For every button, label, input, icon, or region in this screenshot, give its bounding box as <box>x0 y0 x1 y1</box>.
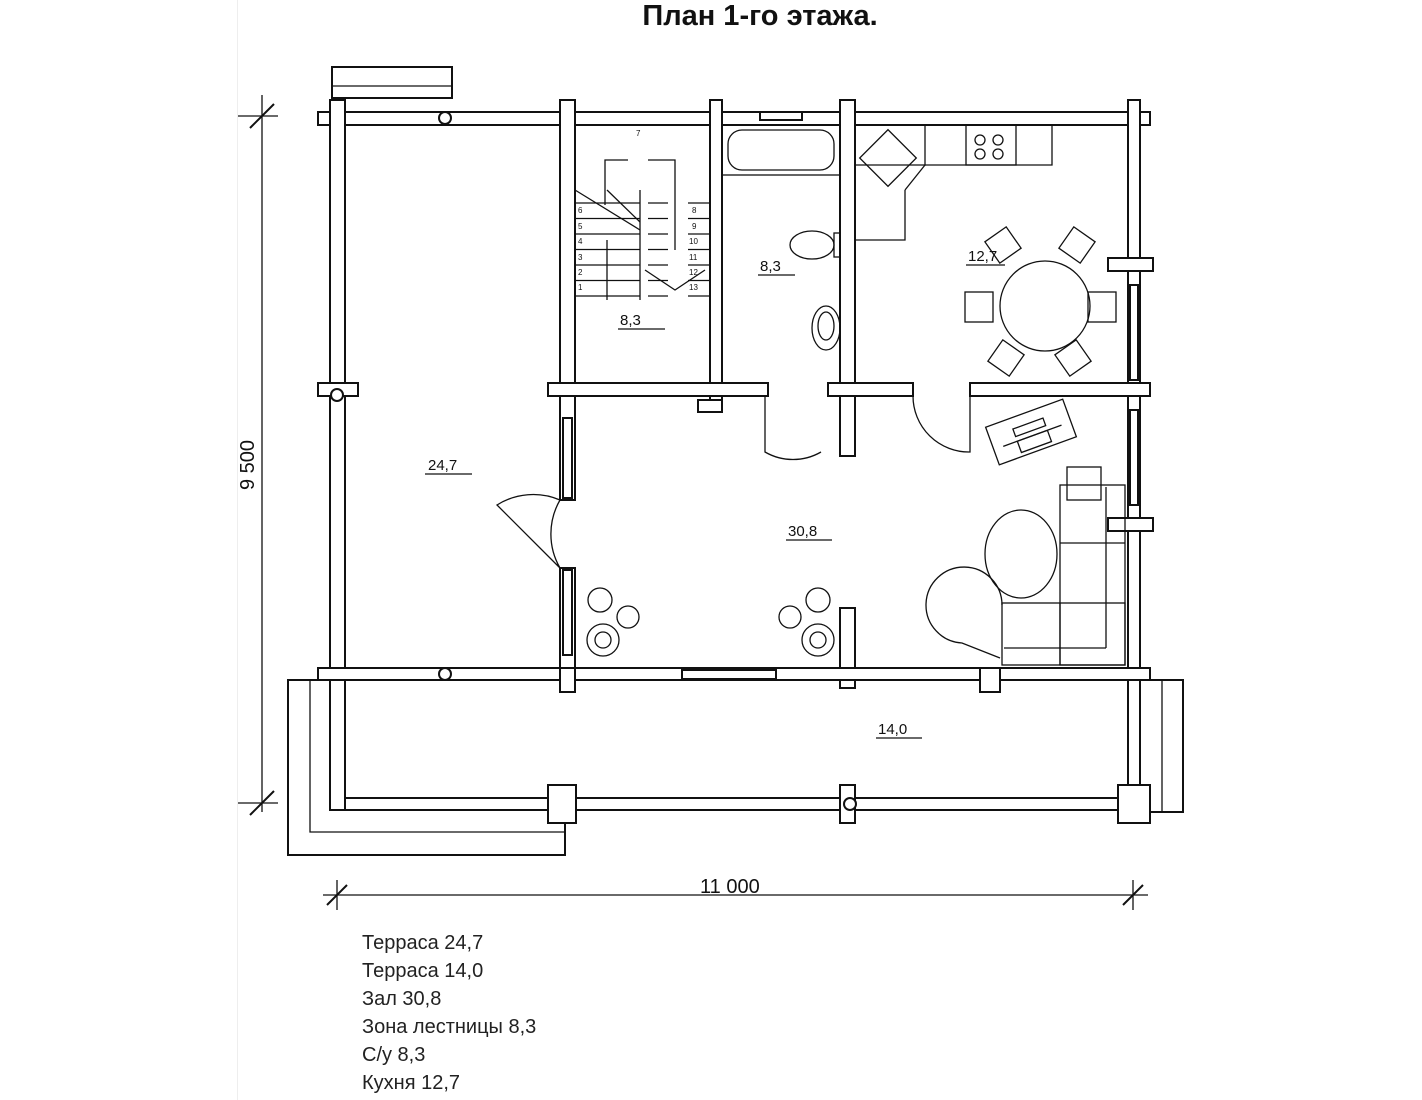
step-number: 1 <box>578 283 583 292</box>
step-number: 4 <box>578 237 583 246</box>
step-number: 10 <box>689 237 698 246</box>
page-edge <box>237 0 238 1100</box>
armchair <box>925 566 1003 659</box>
dimension-width-label: 11 000 <box>700 876 760 898</box>
sink <box>789 230 835 260</box>
room-area-terrace-bottom: 14,0 <box>878 721 907 738</box>
bathtub <box>721 124 841 176</box>
terrace-steps <box>287 679 566 856</box>
tv-stand <box>984 398 1078 466</box>
step-number: 6 <box>578 206 583 215</box>
ottoman <box>984 509 1058 599</box>
plant-left <box>586 587 640 657</box>
columns <box>330 111 857 811</box>
plant-right <box>778 587 835 657</box>
room-area-stairs: 8,3 <box>620 312 641 329</box>
step-number: 9 <box>692 222 697 231</box>
kitchen-sink <box>858 128 918 188</box>
dimension-height-label: 9 500 <box>237 440 259 490</box>
terrace-steps-right <box>1150 679 1184 813</box>
stove <box>965 124 1017 166</box>
legend-item: Терраса 14,0 <box>362 960 484 982</box>
step-number: 8 <box>692 206 697 215</box>
legend-item: С/у 8,3 <box>362 1044 426 1066</box>
legend-item: Кухня 12,7 <box>362 1072 461 1094</box>
dimension-vertical: 9 500 <box>237 95 278 816</box>
step-number: 7 <box>636 129 641 138</box>
room-area-hall: 30,8 <box>788 523 817 540</box>
room-area-terrace-left: 24,7 <box>428 457 457 474</box>
staircase: 1 2 3 4 5 6 7 8 9 10 11 12 13 <box>574 129 710 300</box>
chairs <box>964 225 1117 378</box>
dimension-horizontal: 11 000 <box>323 876 1148 910</box>
room-area-bathroom: 8,3 <box>760 258 781 275</box>
corner-sofa <box>1001 466 1126 666</box>
dining-table <box>999 260 1091 352</box>
legend-item: Зал 30,8 <box>362 988 442 1010</box>
step-number: 3 <box>578 253 583 262</box>
toilet <box>811 305 841 351</box>
windows <box>562 111 1139 680</box>
plan-title: План 1-го этажа. <box>642 0 878 32</box>
area-legend: Терраса 24,7 Терраса 14,0 Зал 30,8 Зона … <box>362 929 536 1097</box>
step-number: 2 <box>578 268 583 277</box>
legend-item: Терраса 24,7 <box>362 932 484 954</box>
entry-step <box>331 66 453 99</box>
legend-item: Зона лестницы 8,3 <box>362 1016 537 1038</box>
room-area-kitchen: 12,7 <box>968 248 997 265</box>
step-number: 12 <box>689 268 698 277</box>
step-number: 11 <box>689 253 698 262</box>
doors <box>495 395 971 569</box>
step-number: 5 <box>578 222 583 231</box>
step-number: 13 <box>689 283 698 292</box>
